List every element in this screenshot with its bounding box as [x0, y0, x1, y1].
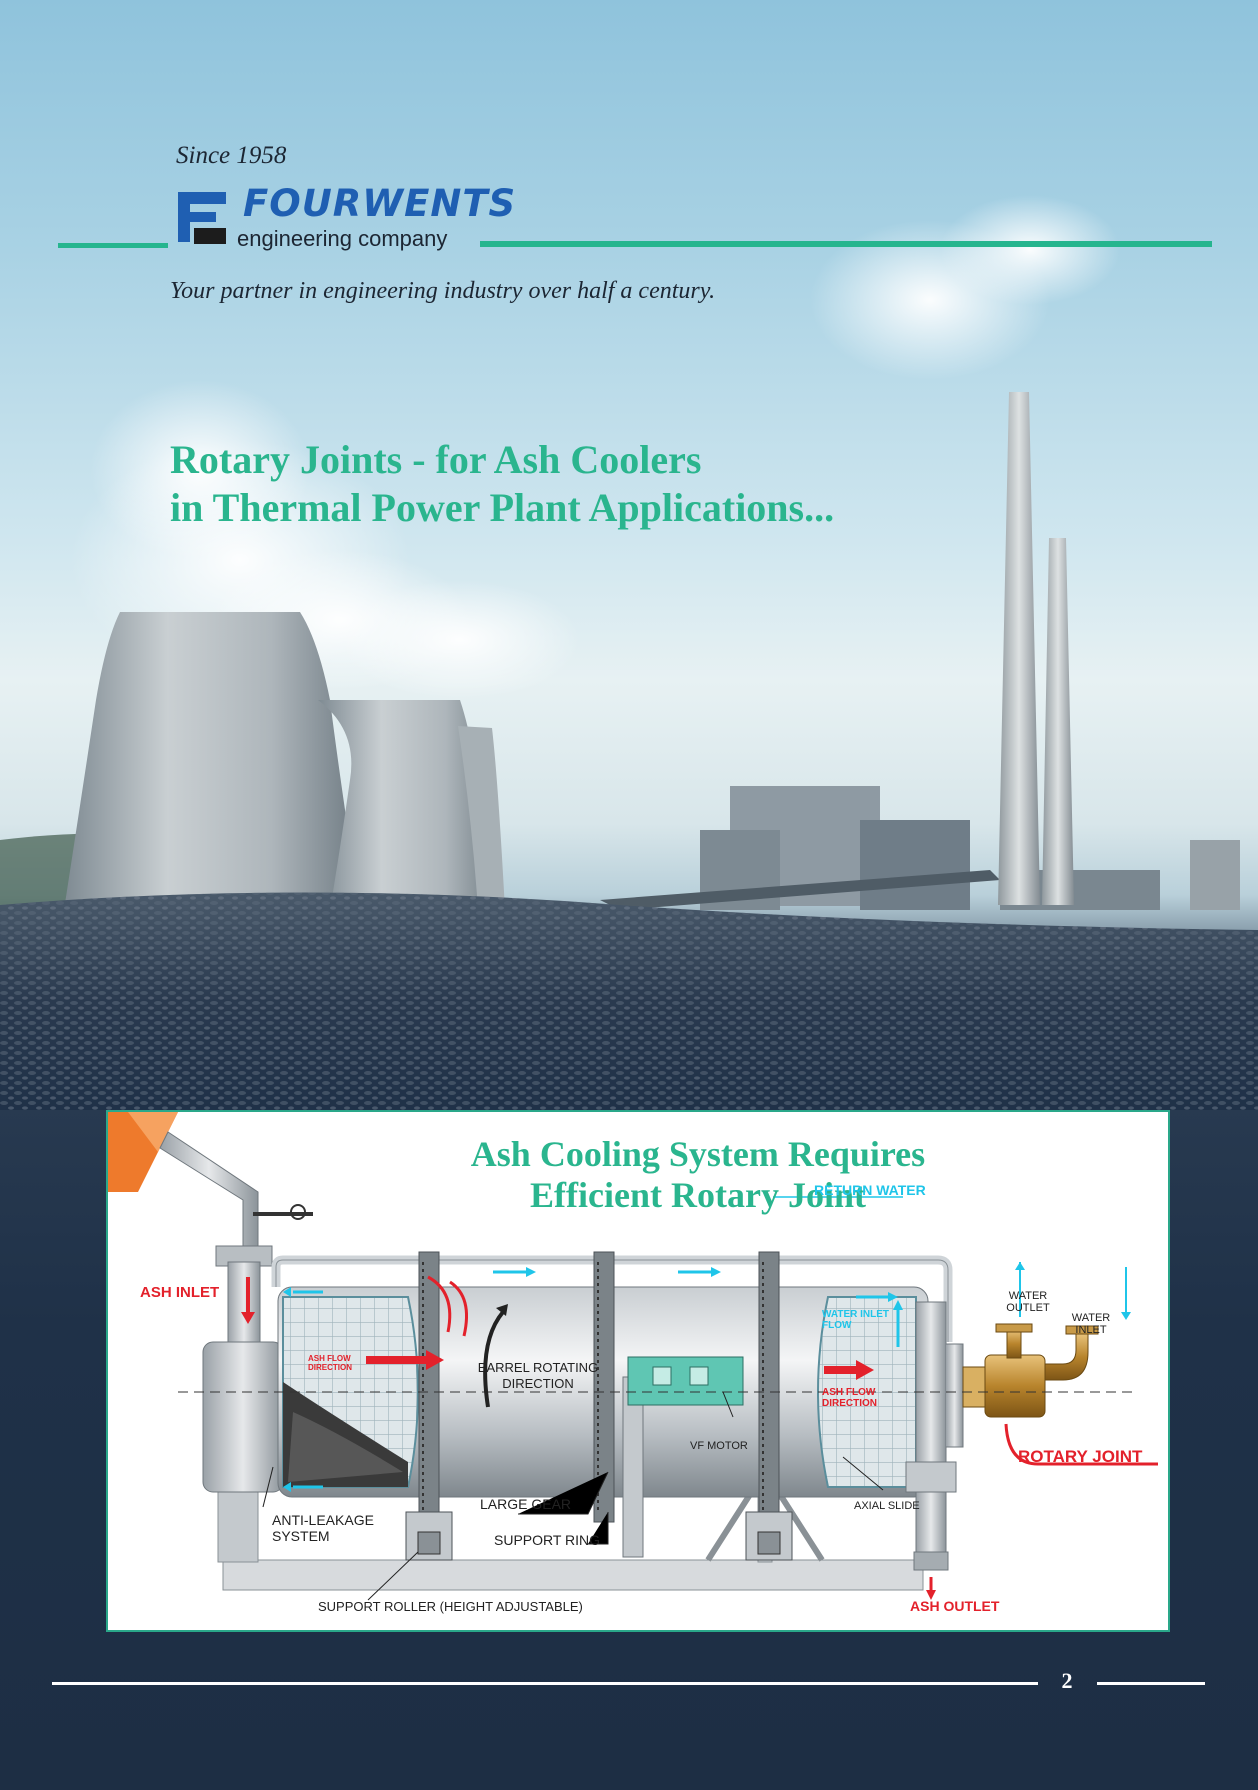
label-ash-flow-direction-left: ASH FLOW DIRECTION [308, 1354, 352, 1372]
header-rule-left [58, 243, 168, 248]
label-axial-slide: AXIAL SLIDE [854, 1500, 920, 1512]
headline-line-2: in Thermal Power Plant Applications... [170, 485, 835, 530]
ash-cooling-diagram-panel: Ash Cooling System Requires Efficient Ro… [106, 1110, 1170, 1632]
label-large-gear: LARGE GEAR [480, 1496, 572, 1512]
brand-name: FOURWENTS [243, 182, 517, 225]
diagram-title: Ash Cooling System Requires Efficient Ro… [408, 1134, 988, 1216]
page-headline: Rotary Joints - for Ash Coolers in Therm… [170, 436, 834, 532]
since-year: Since 1958 [176, 142, 287, 169]
label-ash-outlet: ASH OUTLET [910, 1598, 1000, 1614]
label-ash-inlet: ASH INLET [140, 1284, 220, 1301]
label-rotary-joint: ROTARY JOINT [1018, 1447, 1143, 1466]
label-support-ring: SUPPORT RING [494, 1532, 601, 1548]
header-rule-right [480, 241, 1212, 247]
brand-subtitle: engineering company [237, 226, 448, 251]
label-water-outlet: WATER OUTLET [1006, 1290, 1050, 1314]
power-plant-scene [0, 195, 1258, 1110]
footer-rule-left [52, 1682, 1038, 1685]
diagram-title-line-1: Ash Cooling System Requires [470, 1134, 926, 1174]
page-number: 2 [1061, 1668, 1073, 1693]
label-water-inlet-flow: WATER INLET FLOW [822, 1309, 890, 1331]
label-water-inlet: WATER INLET [1071, 1312, 1111, 1336]
label-ash-flow-direction-right: ASH FLOW DIRECTION [822, 1387, 877, 1409]
tagline: Your partner in engineering industry ove… [170, 278, 716, 304]
fourwents-logo-icon [178, 192, 226, 244]
label-barrel-rotating-direction: BARREL ROTATING DIRECTION [477, 1360, 599, 1391]
label-support-roller: SUPPORT ROLLER (HEIGHT ADJUSTABLE) [318, 1599, 583, 1614]
label-anti-leakage-system: ANTI-LEAKAGE SYSTEM [272, 1512, 374, 1544]
footer-rule-right [1097, 1682, 1205, 1685]
label-return-water: RETURN WATER [814, 1182, 926, 1198]
label-vf-motor: VF MOTOR [690, 1440, 748, 1452]
diagram-title-line-2: Efficient Rotary Joint [530, 1175, 866, 1215]
headline-line-1: Rotary Joints - for Ash Coolers [170, 437, 702, 482]
ash-cooler-illustration [108, 1112, 1158, 1601]
